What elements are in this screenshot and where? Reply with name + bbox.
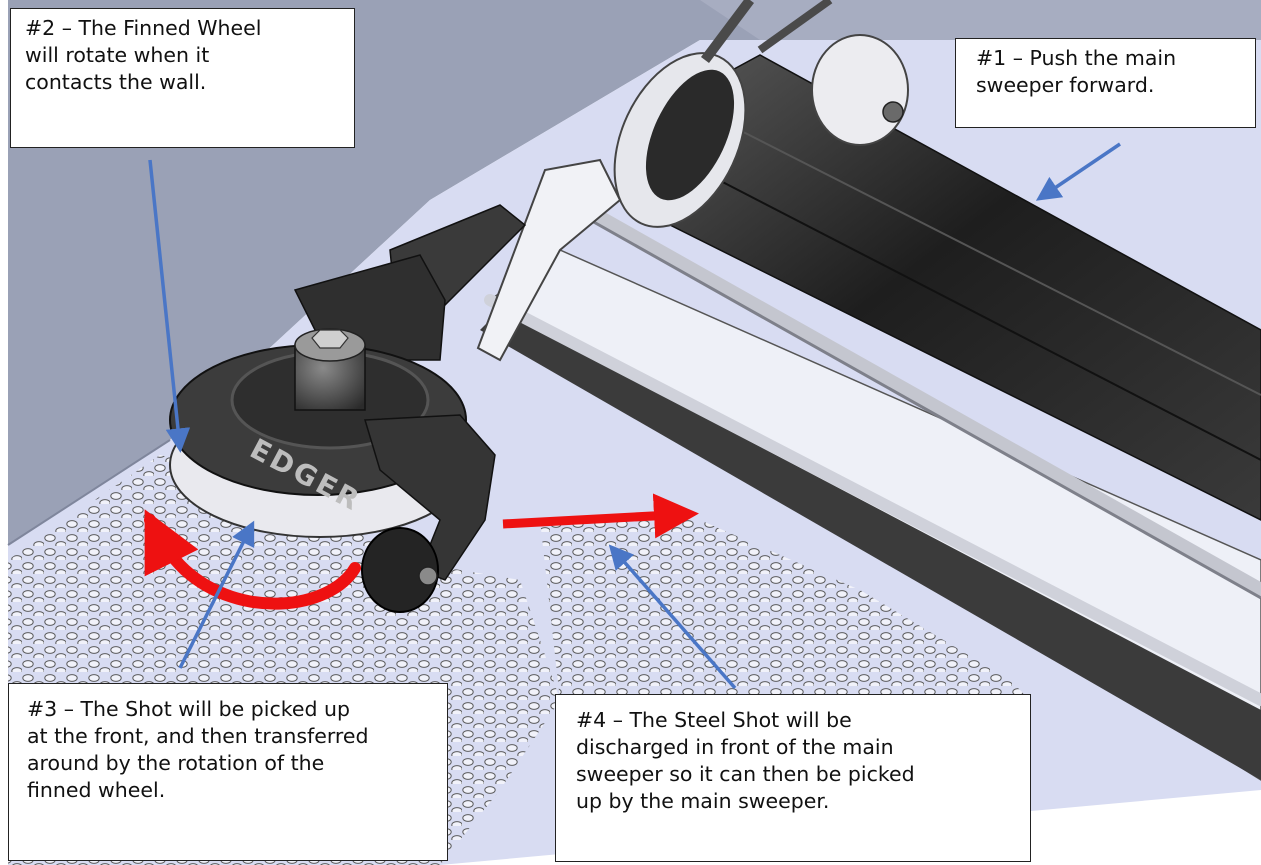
callout-step-4-line: sweeper so it can then be picked	[576, 762, 915, 786]
frame-rod-1	[553, 188, 1261, 597]
roller-ridge-2	[679, 159, 1261, 461]
callout-step-4-line: up by the main sweeper.	[576, 789, 830, 813]
rear-wheel	[811, 34, 909, 146]
callout-step-1-line: sweeper forward.	[976, 73, 1155, 97]
frame-rod-2	[484, 294, 1261, 706]
callout-step-4-line: discharged in front of the main	[576, 735, 894, 759]
pointer-arrow-step1	[1035, 142, 1121, 201]
caster-fork	[364, 414, 496, 581]
side-plate	[476, 158, 622, 362]
rear-wheel-nut	[882, 101, 904, 123]
caster-wheel	[361, 527, 439, 613]
callout-step-1: #1 – Push the main sweeper forward.	[955, 38, 1256, 128]
roller-ridge-1	[699, 109, 1261, 396]
pointer-arrow-step3	[178, 520, 255, 669]
callout-step-4: #4 – The Steel Shot will be discharged i…	[555, 694, 1031, 862]
sweeper-tray-lip	[480, 310, 1261, 780]
handle-bar-2	[757, 0, 833, 54]
roller-end-inner	[645, 69, 735, 201]
hub-nut	[311, 329, 349, 349]
callout-step-4-line: #4 – The Steel Shot will be	[576, 708, 852, 732]
rotation-arrow	[144, 509, 361, 610]
callout-step-2-line: #2 – The Finned Wheel	[25, 16, 262, 40]
handle-bar-1	[701, 0, 754, 63]
frame-rod-1-shadow	[559, 201, 1261, 600]
shot-pellets-right	[540, 520, 1030, 700]
callout-step-3-line: around by the rotation of the	[27, 751, 325, 775]
callout-step-3-line: finned wheel.	[27, 778, 166, 802]
discharge-arrow	[502, 493, 699, 539]
callout-step-2: #2 – The Finned Wheel will rotate when i…	[10, 8, 355, 148]
callout-step-3-line: at the front, and then transferred	[27, 724, 369, 748]
pointer-arrow-step4	[608, 544, 737, 690]
wall-floor-edge	[7, 439, 171, 546]
wall-upper-right	[700, 0, 1261, 40]
caster-axle	[418, 566, 438, 586]
callout-step-3-line: #3 – The Shot will be picked up	[27, 697, 351, 721]
callout-step-2-line: contacts the wall.	[25, 70, 207, 94]
callout-step-1-line: #1 – Push the main	[976, 46, 1177, 70]
callout-step-3: #3 – The Shot will be picked up at the f…	[8, 683, 448, 861]
pointer-arrow-step2	[148, 159, 191, 453]
callout-step-2-line: will rotate when it	[25, 43, 210, 67]
